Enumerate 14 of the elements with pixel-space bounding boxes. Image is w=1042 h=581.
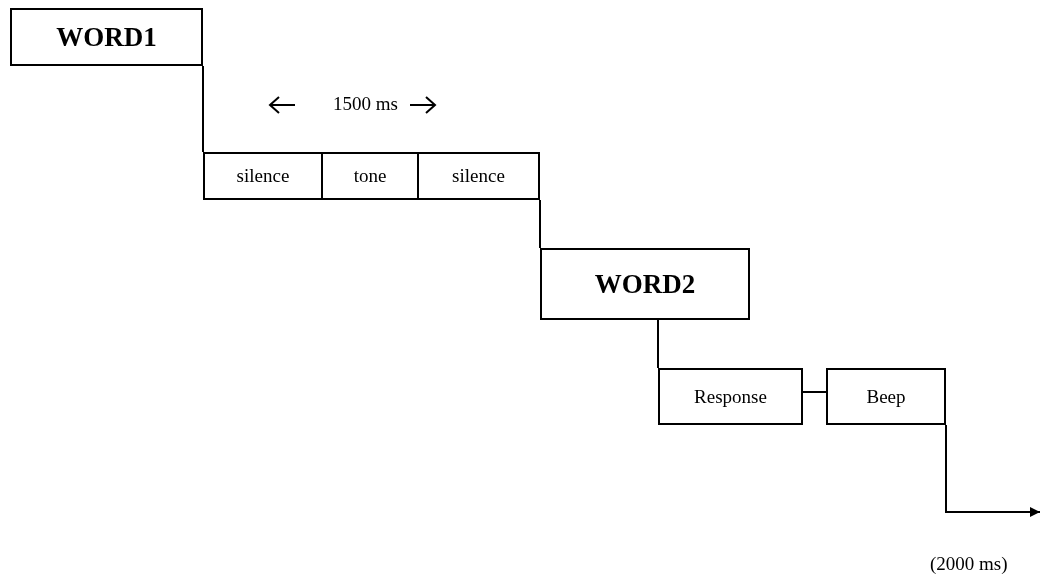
event-box: Beep: [826, 368, 946, 425]
duration-label: 1500 ms: [333, 93, 398, 115]
event-box: WORD2: [540, 248, 750, 320]
connector-line: [802, 391, 827, 393]
connector-line: [539, 199, 541, 249]
event-box: Response: [658, 368, 803, 425]
event-box: WORD1: [10, 8, 203, 66]
connector-line: [202, 65, 204, 153]
duration-label: (2000 ms): [930, 553, 1008, 575]
connector-line: [657, 319, 659, 369]
event-box: silence: [417, 152, 540, 200]
arrow: [945, 424, 1041, 517]
event-box: tone: [321, 152, 419, 200]
event-box: silence: [203, 152, 323, 200]
